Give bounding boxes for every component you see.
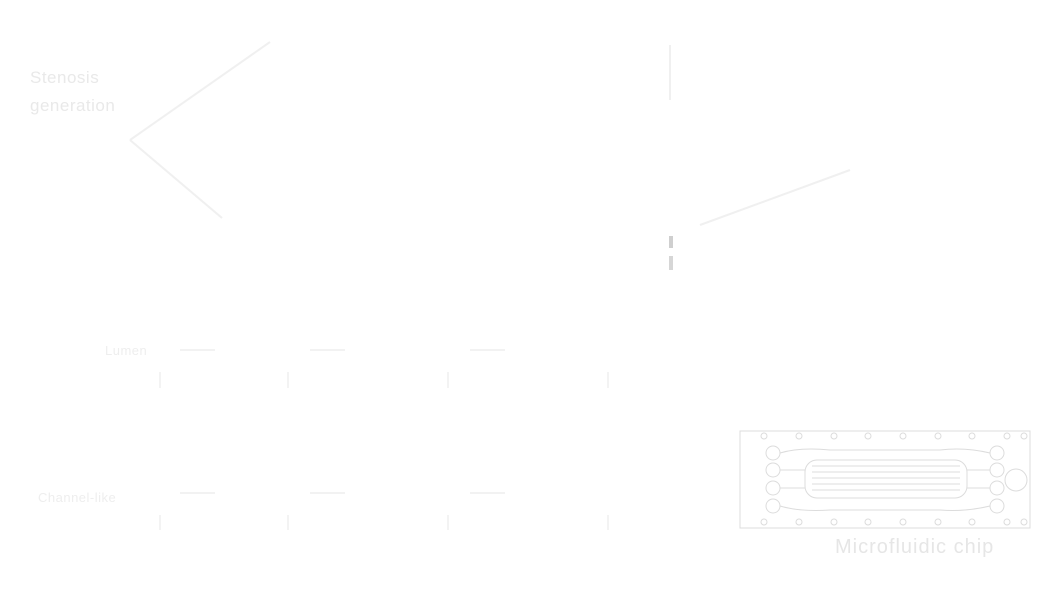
row-dashes: [180, 349, 505, 494]
center-divider-marks: [669, 236, 673, 270]
upper-branch-line: [129, 41, 271, 141]
chip-outline: [739, 430, 1031, 529]
axis-ticks: [159, 372, 609, 530]
chip-caption: Microfluidic chip: [835, 536, 995, 558]
right-diagonal-line: [699, 169, 851, 226]
label-channel-like: Channel-like: [38, 490, 117, 505]
branch-lines: [129, 41, 851, 226]
label-stenosis: Stenosis: [30, 68, 100, 87]
label-generation: generation: [30, 96, 116, 115]
label-lumen: Lumen: [105, 343, 148, 358]
lower-branch-line: [129, 139, 223, 219]
chip-channels: [779, 448, 991, 511]
chip-mounting-holes: [760, 432, 1028, 526]
microfluidic-chip-drawing: [739, 430, 1031, 529]
